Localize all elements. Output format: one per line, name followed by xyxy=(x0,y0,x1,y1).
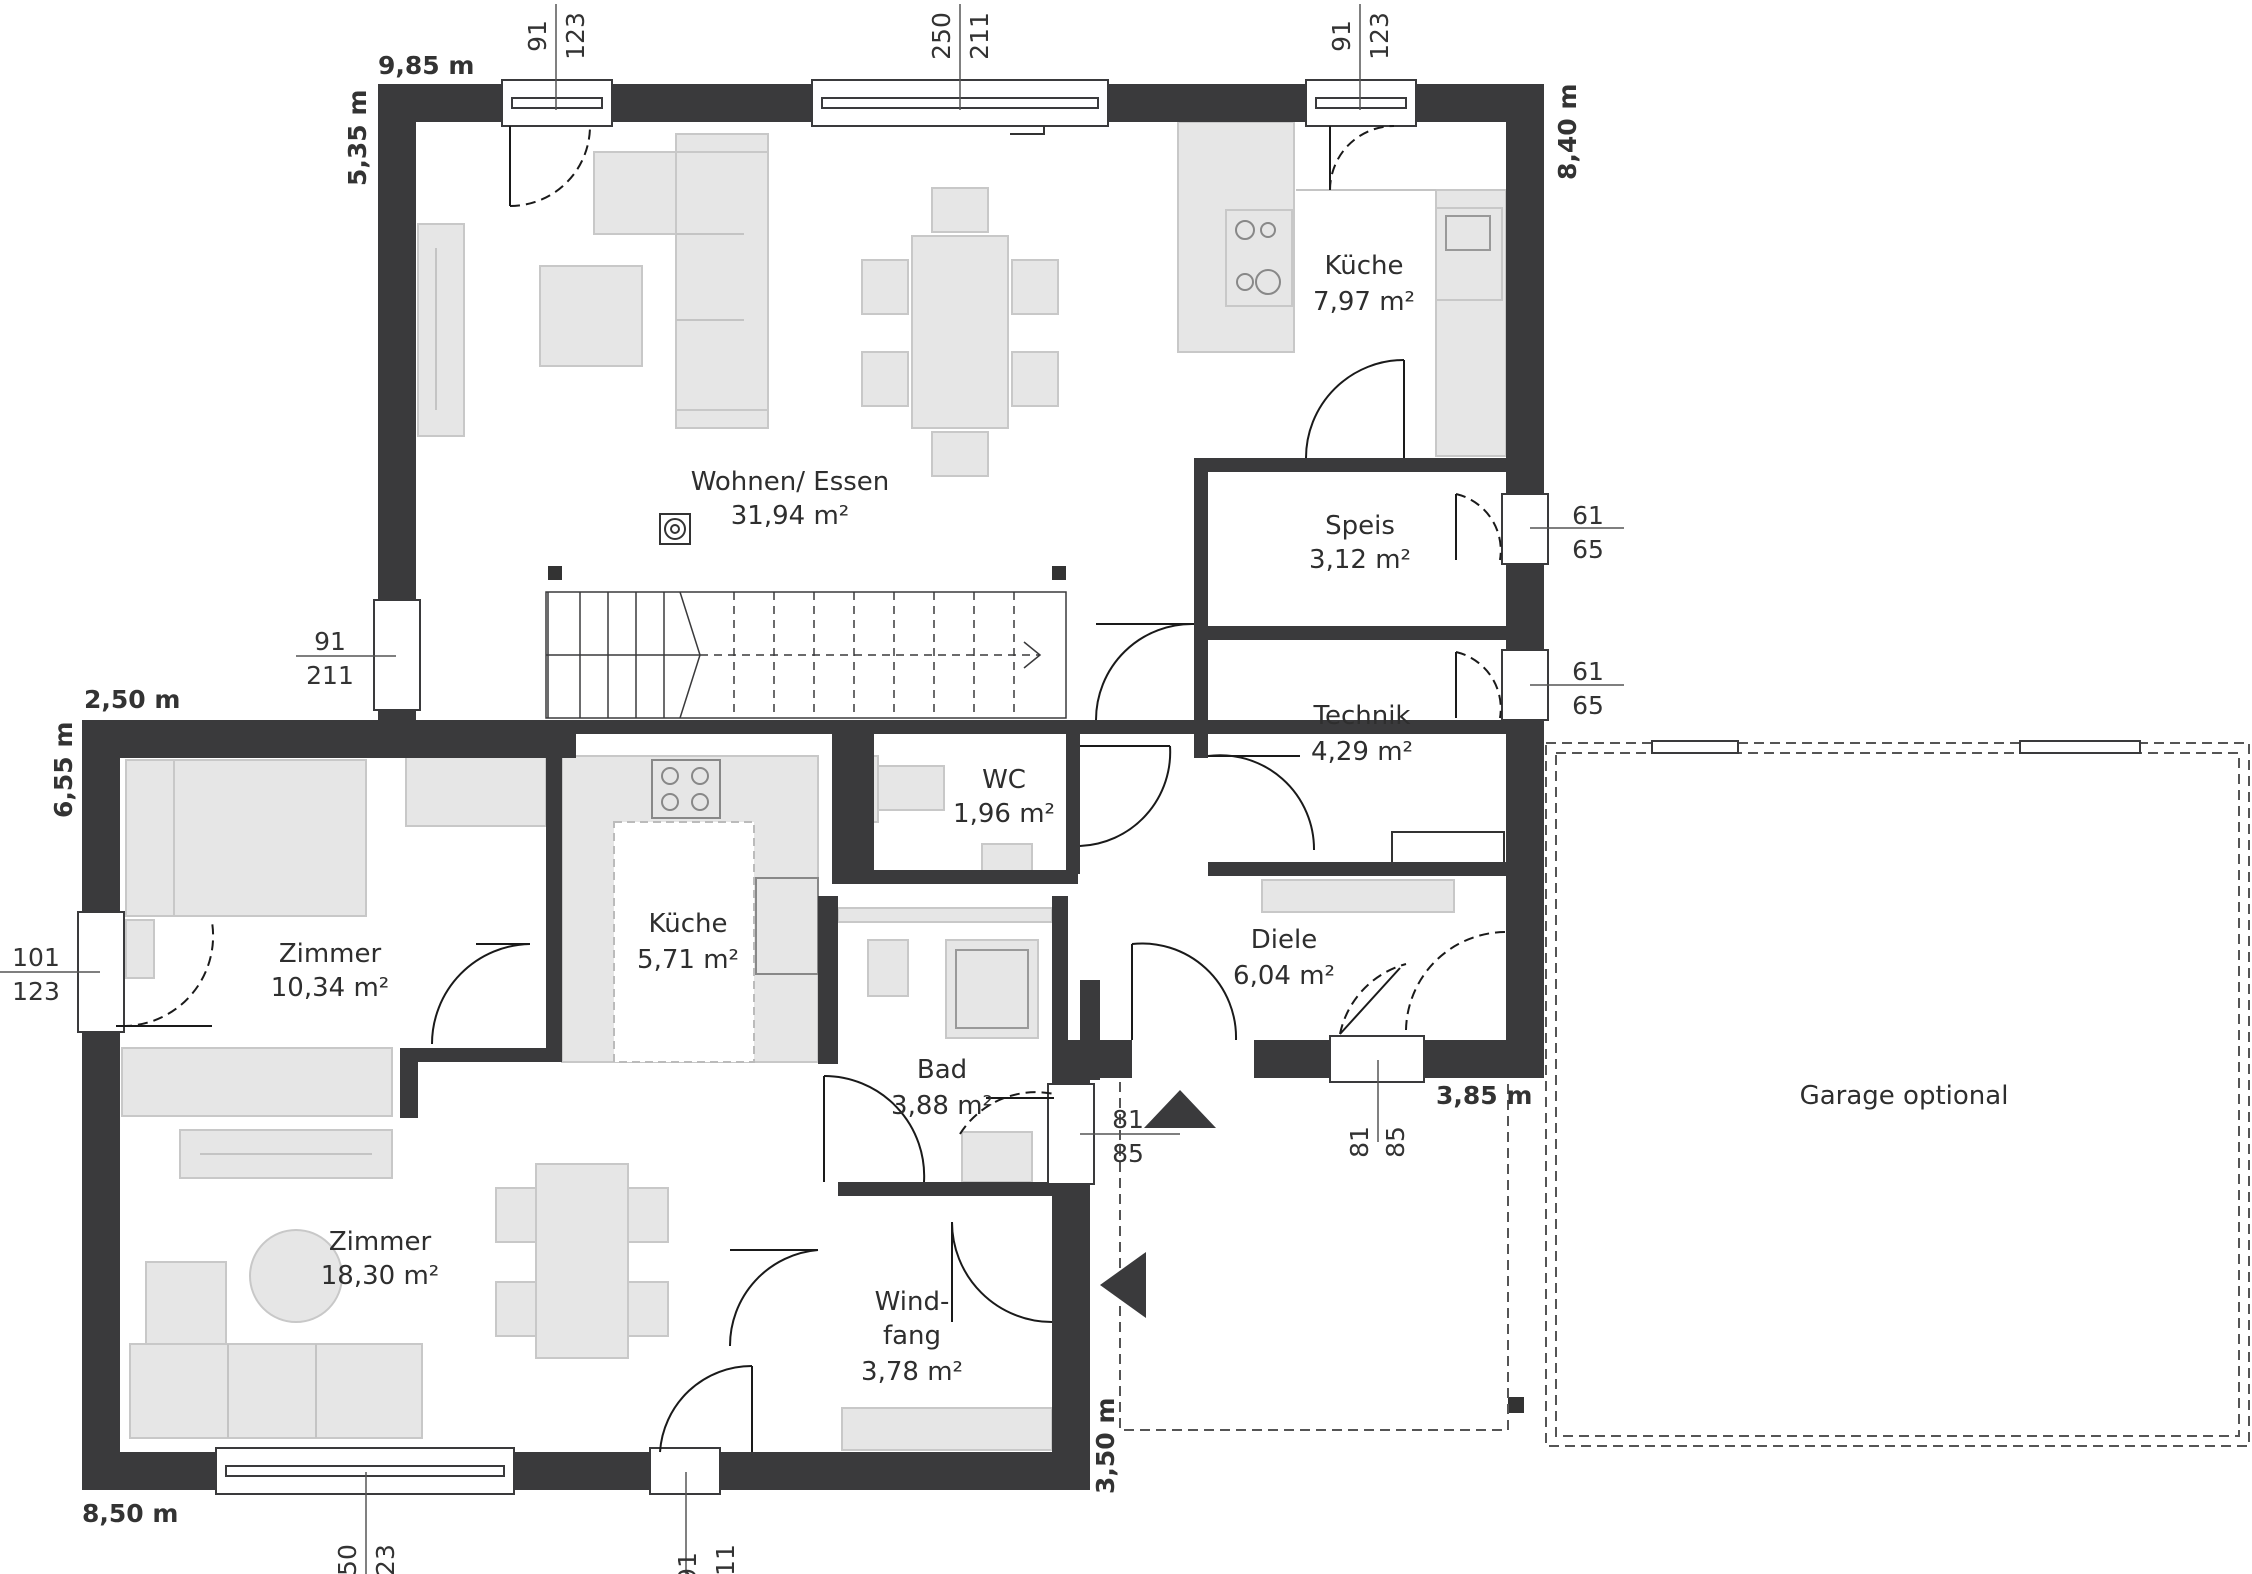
room-zimmer-large-area: 18,30 m² xyxy=(321,1261,439,1291)
win-top-right-w: 91 xyxy=(1327,20,1356,52)
win-bad-h: 85 xyxy=(1112,1139,1144,1168)
room-kueche-og-area: 7,97 m² xyxy=(1313,287,1415,317)
room-bad-area: 3,88 m² xyxy=(891,1091,993,1121)
dim-bottom-width: 8,50 m xyxy=(82,1499,178,1528)
windows xyxy=(77,79,1549,1495)
room-speis-name: Speis xyxy=(1325,511,1395,541)
win-bottom-left-h: 123 xyxy=(371,1544,400,1574)
staircase xyxy=(545,591,1067,719)
doors xyxy=(116,125,1507,1453)
room-technik-name: Technik xyxy=(1313,701,1411,731)
room-kueche-ug-name: Küche xyxy=(648,909,727,939)
win-wohnen-left-w: 91 xyxy=(314,627,346,656)
window-dimension-labels: 91 123 250 211 91 123 61 65 61 65 91 211… xyxy=(12,12,1604,1574)
entrance-arrow-icon xyxy=(1144,1090,1216,1128)
room-wohnen-name: Wohnen/ Essen xyxy=(691,467,890,497)
arrow-marker-icon xyxy=(1010,126,1045,135)
room-diele-area: 6,04 m² xyxy=(1233,961,1335,991)
room-zimmer-large-name: Zimmer xyxy=(329,1227,432,1257)
win-bottom-door-w: 91 xyxy=(673,1552,702,1574)
dim-step-width: 2,50 m xyxy=(84,685,180,714)
room-zimmer-small-name: Zimmer xyxy=(279,939,382,969)
room-windfang-area: 3,78 m² xyxy=(861,1357,963,1387)
stove-icon xyxy=(659,513,691,545)
room-garage-name: Garage optional xyxy=(1800,1081,2009,1111)
column xyxy=(1052,566,1066,580)
win-bottom-left-w: 250 xyxy=(333,1544,362,1574)
room-kueche-ug-area: 5,71 m² xyxy=(637,945,739,975)
garage xyxy=(1508,740,2250,1447)
win-speis-h: 65 xyxy=(1572,535,1604,564)
room-kueche-og-name: Küche xyxy=(1324,251,1403,281)
dim-entry-width: 3,85 m xyxy=(1436,1081,1532,1110)
win-wohnen-left-h: 211 xyxy=(306,661,354,690)
win-top-left-w: 91 xyxy=(523,20,552,52)
dim-left-lower: 6,55 m xyxy=(49,722,78,818)
room-technik-area: 4,29 m² xyxy=(1311,737,1413,767)
room-wohnen-area: 31,94 m² xyxy=(731,501,849,531)
win-bad-w: 81 xyxy=(1112,1105,1144,1134)
dim-entry-depth: 3,50 m xyxy=(1091,1398,1120,1494)
room-bad-name: Bad xyxy=(917,1055,967,1085)
win-technik-w: 61 xyxy=(1572,657,1604,686)
room-zimmer-small-area: 10,34 m² xyxy=(271,973,389,1003)
dim-top-width: 9,85 m xyxy=(378,51,474,80)
outer-dimension-labels: 9,85 m 5,35 m 8,40 m 2,50 m 6,55 m 8,50 … xyxy=(49,51,1582,1528)
win-diele-h: 85 xyxy=(1381,1126,1410,1158)
win-diele-w: 81 xyxy=(1345,1126,1374,1158)
room-windfang-name-1: Wind- xyxy=(875,1287,950,1317)
column xyxy=(548,566,562,580)
room-wc-name: WC xyxy=(982,765,1026,795)
dimension-lines xyxy=(0,4,1624,1574)
dim-right-upper: 8,40 m xyxy=(1553,84,1582,180)
room-windfang-name-2: fang xyxy=(883,1321,941,1351)
entrance-arrow-side-icon xyxy=(1100,1252,1146,1318)
room-diele-name: Diele xyxy=(1251,925,1317,955)
win-top-center-w: 250 xyxy=(927,12,956,60)
win-top-center-h: 211 xyxy=(965,12,994,60)
dim-left-upper: 5,35 m xyxy=(343,90,372,186)
room-speis-area: 3,12 m² xyxy=(1309,545,1411,575)
win-top-left-h: 123 xyxy=(561,12,590,60)
room-labels: Wohnen/ Essen 31,94 m² Küche 7,97 m² Spe… xyxy=(271,251,2009,1387)
win-zimmer-left-w: 101 xyxy=(12,943,60,972)
room-wc-area: 1,96 m² xyxy=(953,799,1055,829)
win-bottom-door-h: 211 xyxy=(711,1544,740,1574)
win-top-right-h: 123 xyxy=(1365,12,1394,60)
win-speis-w: 61 xyxy=(1572,501,1604,530)
garage-post xyxy=(1508,1397,1524,1413)
win-zimmer-left-h: 123 xyxy=(12,977,60,1006)
win-technik-h: 65 xyxy=(1572,691,1604,720)
